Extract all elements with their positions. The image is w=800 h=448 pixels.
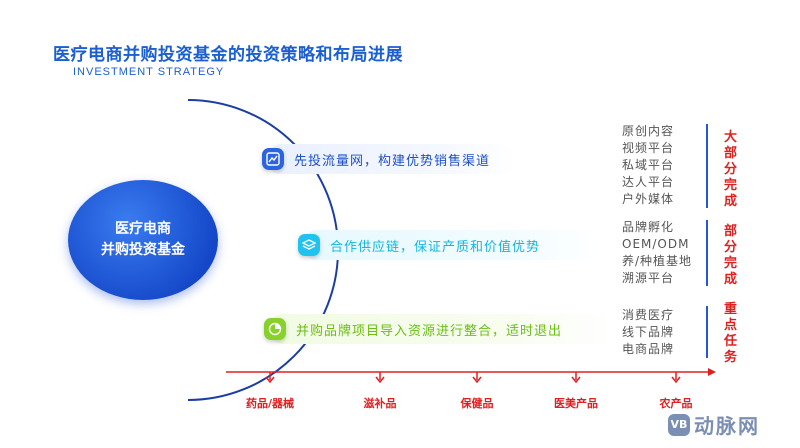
status-3: 重点任务 <box>724 302 738 365</box>
list-item: 达人平台 <box>622 175 675 189</box>
logo-text: 动脉网 <box>694 414 760 438</box>
axis-marker-3 <box>472 372 482 384</box>
item-list-3: 消费医疗 线下品牌 电商品牌 <box>622 307 674 358</box>
page-title: 医疗电商并购投资基金的投资策略和布局进展 <box>53 45 403 65</box>
list-item: OEM/ODM <box>622 237 690 251</box>
list-item: 视频平台 <box>622 141 675 155</box>
center-line-2: 并购投资基金 <box>101 242 185 258</box>
list-item: 品牌孵化 <box>622 220 675 234</box>
center-circle: 医疗电商 并购投资基金 <box>68 180 218 300</box>
list-item: 养/种植基地 <box>622 254 693 268</box>
status-1: 大部分完成 <box>724 130 738 209</box>
list-item: 电商品牌 <box>622 342 675 356</box>
list-item: 户外媒体 <box>622 192 675 206</box>
layers-icon <box>298 234 320 256</box>
axis-marker-1 <box>265 372 275 384</box>
list-item: 私域平台 <box>622 158 675 172</box>
chart-line-icon <box>262 148 284 170</box>
item-list-1: 原创内容 视频平台 私域平台 达人平台 户外媒体 <box>622 123 674 208</box>
bracket-3 <box>706 306 708 358</box>
axis-arrow <box>708 368 716 376</box>
axis-markers <box>265 372 681 384</box>
center-line-1: 医疗电商 <box>115 221 171 237</box>
strategy-pill-2: 合作供应链，保证产质和价值优势 <box>298 230 602 260</box>
page-subtitle: INVESTMENT STRATEGY <box>73 66 225 78</box>
strategy-pill-3: 并购品牌项目导入资源进行整合，适时退出 <box>264 314 618 344</box>
strategy-text-2: 合作供应链，保证产质和价值优势 <box>330 239 541 255</box>
item-list-2: 品牌孵化 OEM/ODM 养/种植基地 溯源平台 <box>622 219 692 287</box>
axis-marker-2 <box>375 372 385 384</box>
axis-label-2: 滋补品 <box>363 397 397 410</box>
axis-marker-5 <box>671 372 681 384</box>
axis-label-4: 医美产品 <box>554 397 598 410</box>
logo-mark-icon: VB <box>668 413 690 436</box>
list-item: 原创内容 <box>622 124 675 138</box>
watermark-logo: VB 动脉网 <box>668 410 760 439</box>
list-item: 溯源平台 <box>622 271 675 285</box>
bracket-2 <box>706 220 708 286</box>
strategy-pill-1: 先投流量网，构建优势销售渠道 <box>262 144 516 174</box>
axis-label-3: 保健品 <box>460 397 494 410</box>
status-2: 部分完成 <box>724 224 738 287</box>
axis-marker-4 <box>571 372 581 384</box>
strategy-text-1: 先投流量网，构建优势销售渠道 <box>294 153 491 169</box>
list-item: 线下品牌 <box>622 325 675 339</box>
pie-chart-icon <box>264 318 286 340</box>
strategy-text-3: 并购品牌项目导入资源进行整合，适时退出 <box>296 323 563 339</box>
list-item: 消费医疗 <box>622 308 675 322</box>
axis-label-5: 农产品 <box>659 397 693 410</box>
axis-label-1: 药品/器械 <box>245 397 295 410</box>
bracket-1 <box>706 124 708 208</box>
